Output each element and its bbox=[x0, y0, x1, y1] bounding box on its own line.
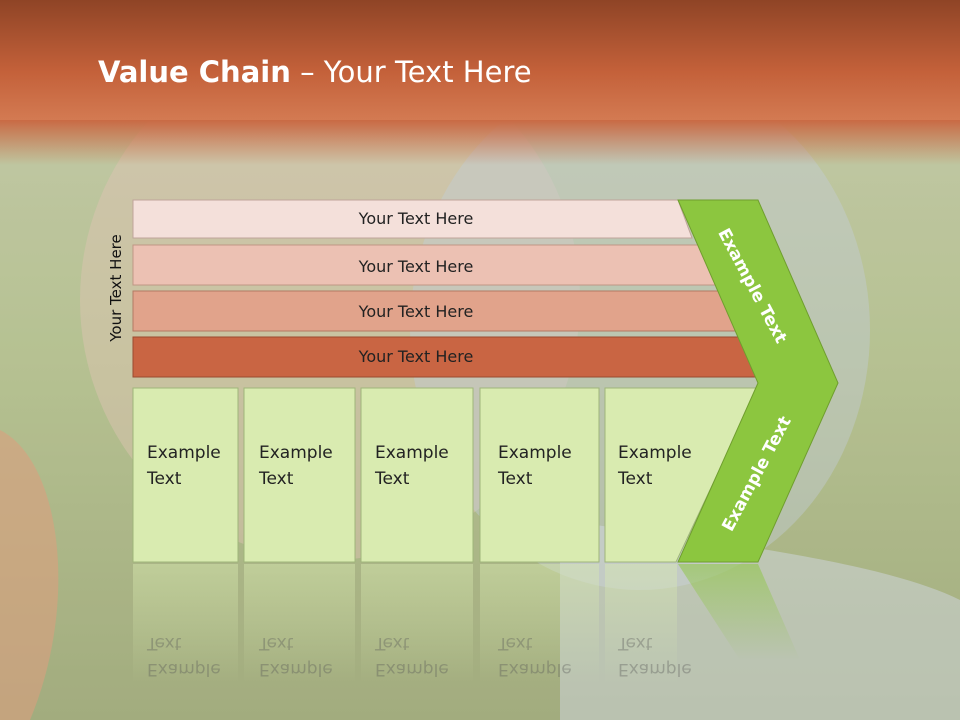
bar-1-label: Your Text Here bbox=[358, 209, 474, 228]
title-rest: – Your Text Here bbox=[290, 55, 532, 89]
box-3-label: Example Text bbox=[375, 443, 449, 489]
box-3-reflection: Example Text bbox=[375, 633, 449, 679]
bar-3-label: Your Text Here bbox=[358, 302, 474, 321]
chevron-arrow bbox=[677, 199, 839, 563]
page-title: Value Chain – Your Text Here bbox=[98, 55, 532, 89]
box-2-reflection: Example Text bbox=[259, 633, 333, 679]
box-3-shape bbox=[360, 387, 474, 563]
box-2-label: Example Text bbox=[259, 443, 333, 489]
bar-4-label: Your Text Here bbox=[358, 347, 474, 366]
box-1-label: Example Text bbox=[147, 443, 221, 489]
box-5-shape bbox=[604, 387, 759, 563]
side-label: Your Text Here bbox=[107, 234, 125, 342]
title-bold: Value Chain bbox=[98, 55, 291, 89]
box-5-label: Example Text bbox=[618, 443, 692, 489]
box-4-label: Example Text bbox=[498, 443, 572, 489]
box-4-shape bbox=[479, 387, 600, 563]
bar-1-shape bbox=[132, 199, 693, 239]
box-4-reflection: Example Text bbox=[498, 633, 572, 679]
box-2-shape bbox=[243, 387, 356, 563]
bar-2-label: Your Text Here bbox=[358, 257, 474, 276]
box-1-reflection: Example Text bbox=[147, 633, 221, 679]
box-5-reflection: Example Text bbox=[618, 633, 692, 679]
box-1-shape bbox=[132, 387, 239, 563]
